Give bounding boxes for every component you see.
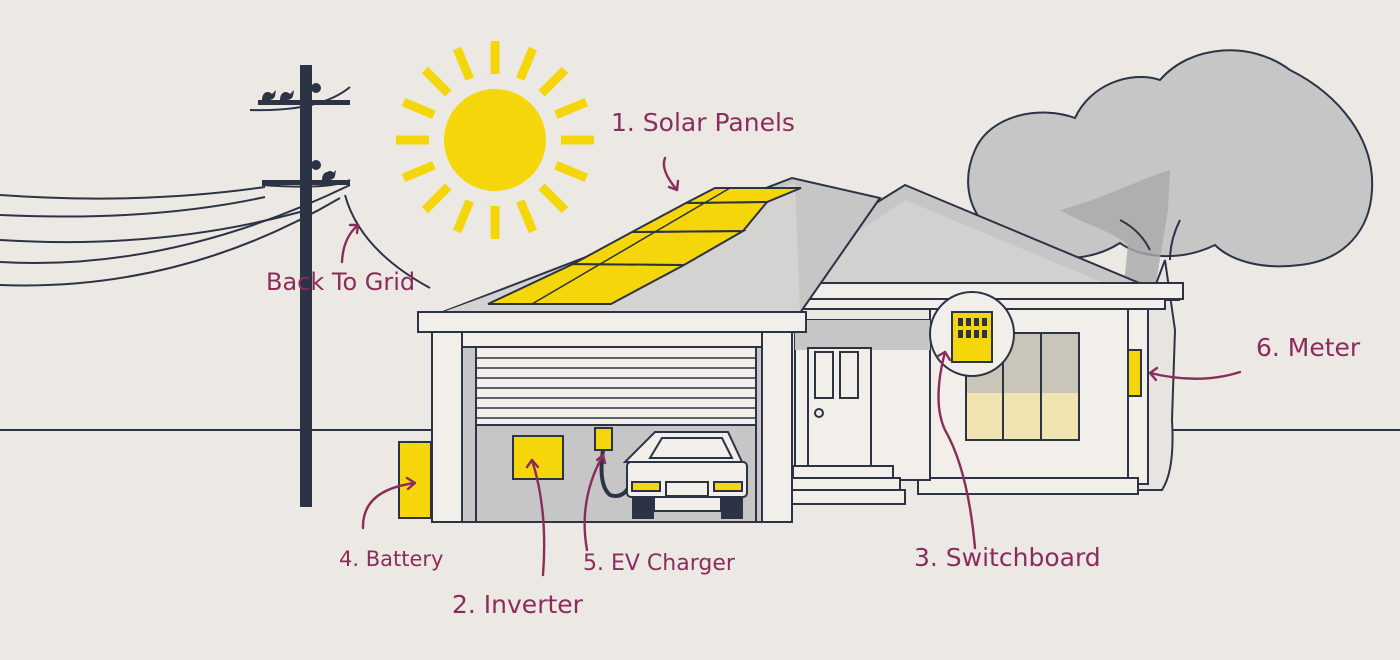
battery-unit	[398, 441, 432, 519]
power-lines	[0, 86, 431, 289]
label-meter: 6. Meter	[1256, 333, 1361, 362]
car	[622, 431, 748, 519]
utility-pole	[258, 65, 350, 507]
sun-icon	[396, 41, 594, 239]
sun-ray	[452, 46, 474, 81]
sun-ray	[401, 161, 436, 183]
sun-ray	[554, 161, 589, 183]
label-arrows	[340, 156, 1242, 577]
garage	[417, 311, 807, 523]
meter-unit	[1127, 349, 1142, 397]
label-back-to-grid: Back To Grid	[266, 268, 416, 296]
label-inverter: 2. Inverter	[452, 590, 583, 619]
label-solar-panels: 1. Solar Panels	[611, 108, 795, 137]
sun-ray	[421, 66, 452, 97]
sun-ray	[554, 97, 589, 119]
sun-ray	[538, 183, 569, 214]
sun-ray	[401, 97, 436, 119]
sun-ray	[452, 199, 474, 234]
label-switchboard: 3. Switchboard	[914, 543, 1101, 572]
porch	[782, 319, 931, 505]
switchboard-unit	[929, 291, 1015, 377]
sun-ray	[538, 66, 569, 97]
sun-ray	[516, 46, 538, 81]
label-ev-charger: 5. EV Charger	[583, 551, 735, 576]
bird-icon	[262, 90, 336, 181]
solar-panel-array	[487, 187, 802, 305]
inverter-unit	[512, 435, 564, 480]
sun-ray	[516, 199, 538, 234]
sun-ray	[421, 183, 452, 214]
label-battery: 4. Battery	[339, 547, 444, 571]
